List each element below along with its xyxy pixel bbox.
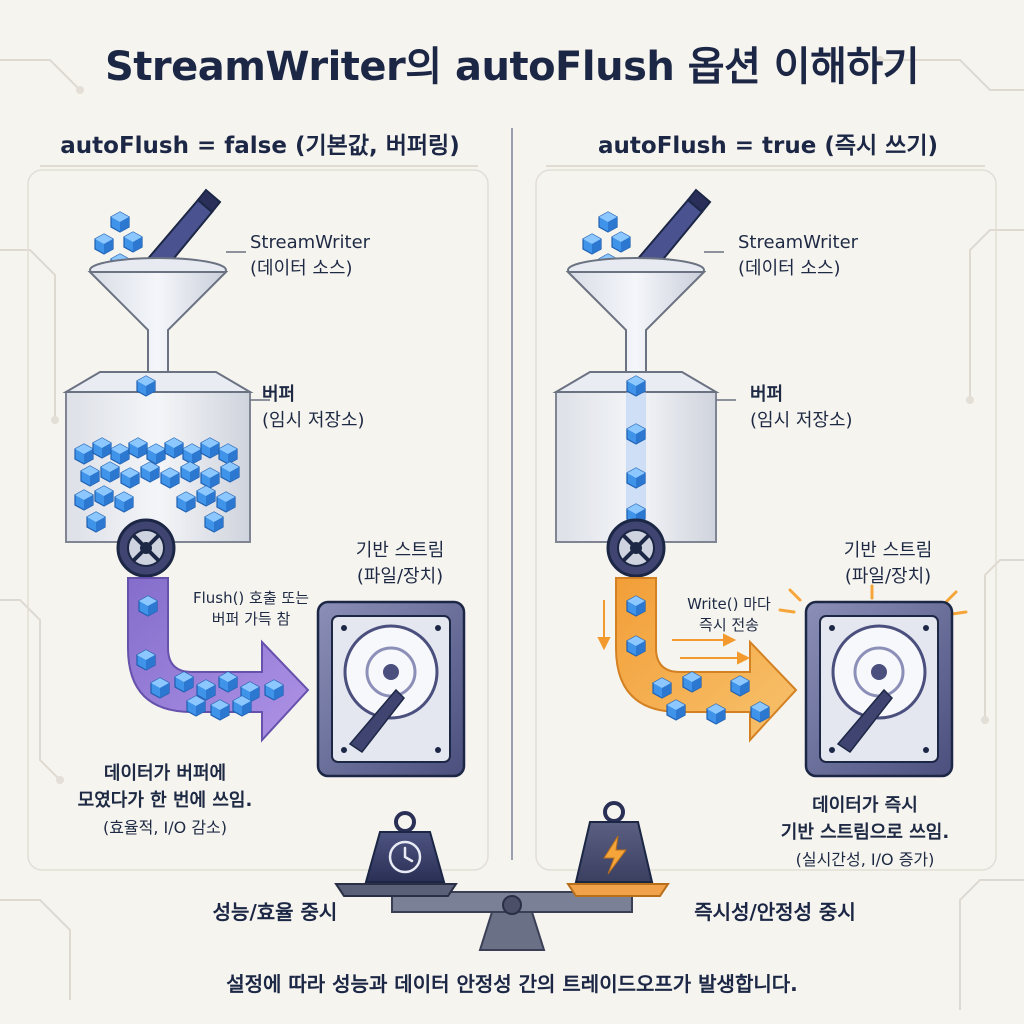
left-stream-label: 기반 스트림 (파일/장치) bbox=[330, 538, 470, 590]
left-buffer-desc: (임시 저장소) bbox=[262, 410, 365, 431]
right-source-label: StreamWriter (데이터 소스) bbox=[738, 230, 858, 282]
lightning-icon bbox=[603, 835, 627, 875]
right-stream-desc: (파일/장치) bbox=[844, 566, 932, 587]
left-buffer-label: 버퍼 (임시 저장소) bbox=[262, 382, 365, 434]
left-flow-note: Flush() 호출 또는 버퍼 가득 참 bbox=[176, 588, 326, 630]
right-flow-note-2: 즉시 전송 bbox=[699, 616, 759, 634]
right-caption-2: 기반 스트림으로 쓰임. bbox=[780, 822, 950, 843]
right-stream-label: 기반 스트림 (파일/장치) bbox=[818, 538, 958, 590]
right-stream-name: 기반 스트림 bbox=[843, 540, 933, 561]
hard-drive-icon bbox=[804, 600, 954, 778]
right-source-desc: (데이터 소스) bbox=[738, 258, 841, 279]
left-flow-note-1: Flush() 호출 또는 bbox=[192, 589, 310, 607]
scale-right-label: 즉시성/안정성 중시 bbox=[694, 900, 856, 924]
left-caption-1: 데이터가 버퍼에 bbox=[103, 763, 227, 784]
right-caption-1: 데이터가 즉시 bbox=[812, 795, 918, 816]
left-caption: 데이터가 버퍼에 모였다가 한 번에 쓰임. (효율적, I/O 감소) bbox=[40, 760, 290, 841]
footer-note: 설정에 따라 성능과 데이터 안정성 간의 트레이드오프가 발생합니다. bbox=[226, 972, 798, 996]
left-caption-3: (효율적, I/O 감소) bbox=[102, 818, 228, 837]
right-buffer-label: 버퍼 (임시 저장소) bbox=[750, 382, 853, 434]
right-panel-heading: autoFlush = true (즉시 쓰기) bbox=[598, 133, 938, 159]
hard-drive-icon bbox=[316, 600, 466, 778]
left-buffer-name: 버퍼 bbox=[262, 384, 296, 405]
left-stream-desc: (파일/장치) bbox=[356, 566, 444, 587]
left-source-desc: (데이터 소스) bbox=[250, 258, 353, 279]
left-stream-name: 기반 스트림 bbox=[355, 540, 445, 561]
right-source-name: StreamWriter bbox=[738, 232, 859, 253]
left-source-name: StreamWriter bbox=[250, 232, 371, 253]
left-caption-2: 모였다가 한 번에 쓰임. bbox=[77, 790, 253, 811]
right-buffer-desc: (임시 저장소) bbox=[750, 410, 853, 431]
right-flow-note-1: Write() 마다 bbox=[687, 595, 771, 613]
page-title: StreamWriter의 autoFlush 옵션 이해하기 bbox=[104, 44, 920, 90]
scale-left-label: 성능/효율 중시 bbox=[212, 900, 338, 924]
right-caption-3: (실시간성, I/O 증가) bbox=[795, 850, 935, 869]
left-source-label: StreamWriter (데이터 소스) bbox=[250, 230, 370, 282]
right-buffer-name: 버퍼 bbox=[750, 384, 784, 405]
right-flow-note: Write() 마다 즉시 전송 bbox=[664, 594, 794, 636]
left-flow-note-2: 버퍼 가득 참 bbox=[211, 610, 291, 628]
clock-icon bbox=[388, 840, 422, 874]
right-caption: 데이터가 즉시 기반 스트림으로 쓰임. (실시간성, I/O 증가) bbox=[740, 792, 990, 873]
left-panel-heading: autoFlush = false (기본값, 버퍼링) bbox=[60, 133, 460, 159]
